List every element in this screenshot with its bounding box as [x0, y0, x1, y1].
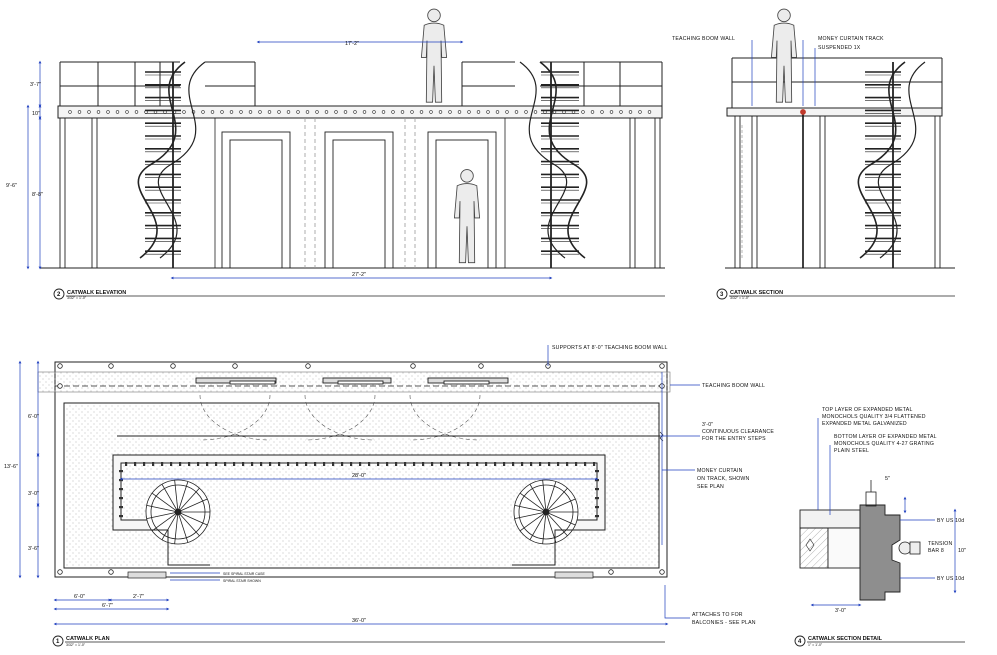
section-posts	[734, 116, 941, 268]
label-top-layer-2: MONOCHOLS QUALITY 3/4 FLATTENED	[822, 414, 926, 420]
label-top-layer-3: EXPANDED METAL GALVANIZED	[822, 421, 907, 427]
detail-view-title: CATWALK SECTION DETAIL	[808, 636, 883, 642]
elevation-support-posts	[59, 118, 661, 268]
detail-view-number-circle	[794, 635, 806, 647]
plan-view-title: CATWALK PLAN	[66, 636, 110, 642]
elevation-doors	[221, 131, 497, 269]
dim-rail-height: 3'-7"	[30, 82, 41, 88]
plan-spiral-stair-right	[513, 479, 579, 545]
plan-spiral-stair-left	[145, 479, 211, 545]
dim-detail-side: 3'-0"	[835, 608, 846, 614]
elevation-view-title: CATWALK ELEVATION	[67, 290, 126, 296]
label-bottom-layer-3: PLAIN STEEL	[834, 448, 869, 454]
human-figure-on-floor	[453, 168, 481, 264]
section-view-number-circle	[716, 288, 728, 300]
label-contour-2: CONTINUOUS CLEARANCE	[702, 429, 774, 435]
detail-view-scale: 1" = 1'-0"	[808, 643, 823, 647]
dim-plan-bottom-b: 2'-7"	[133, 594, 144, 600]
plan-door-swings	[199, 394, 481, 441]
label-money-curtain-2: ON TRACK, SHOWN	[697, 476, 750, 482]
plan-railing-posts	[119, 462, 599, 518]
dim-plan-bottom-c: 6'-7"	[102, 603, 113, 609]
label-contour-1: 3'-0"	[702, 422, 713, 428]
elevation-dimensions	[26, 40, 553, 280]
label-money-curtain-3: SEE PLAN	[697, 484, 724, 490]
detail-view-number: 4	[798, 639, 802, 645]
plan-view-number: 1	[56, 639, 60, 645]
dim-bottom-width: 27'-2"	[352, 272, 366, 278]
detail-dimensions	[810, 418, 957, 607]
dim-clear-height: 8'-8"	[32, 192, 43, 198]
plan-dimensions	[18, 345, 700, 626]
elevation-back-wall	[214, 118, 506, 268]
label-teaching-boom-wall: TEACHING BOOM WALL	[672, 36, 735, 42]
plan-doors	[195, 377, 509, 385]
label-bottom-layer-1: BOTTOM LAYER OF EXPANDED METAL	[834, 434, 937, 440]
plan-support-posts	[57, 363, 665, 575]
label-teaching-boom-wall-plan: TEACHING BOOM WALL	[702, 383, 765, 389]
label-top-layer-1: TOP LAYER OF EXPANDED METAL	[822, 407, 913, 413]
elevation-view-number: 2	[57, 292, 61, 298]
label-suspended: SUSPENDED 1X	[818, 45, 861, 51]
spiral-stair-right	[519, 61, 588, 268]
label-stair-note-2: SPIRAL STAIR SHOWN	[223, 579, 261, 583]
dim-plan-seg-c: 3'-6"	[28, 546, 39, 552]
plan-view-scale: 3/32" = 1'-0"	[66, 643, 86, 647]
deck-bolt-holes	[68, 110, 652, 114]
catwalk-plan-view: 13'-6" 6'-0" 3'-0" 3'-6" 6'-0" 2'-7" 6'-…	[4, 345, 774, 647]
dim-plan-total: 36'-0"	[352, 618, 366, 624]
label-by-us-top: BY US 10d	[937, 518, 964, 524]
catwalk-section-detail-view: 3'-0" 10" 5" TOP LAYER OF EXPANDED METAL…	[794, 407, 966, 647]
human-figure-on-deck	[420, 8, 448, 103]
catwalk-elevation-view: 17'-2" 27'-2" 3'-7" 10" 9'-6" 8'-8" 2 CA…	[6, 8, 665, 300]
section-railing	[731, 57, 943, 108]
elevation-view-scale: 3/32" = 1'-0"	[67, 296, 87, 300]
section-view-scale: 3/32" = 1'-0"	[730, 296, 750, 300]
dim-plan-depth: 13'-6"	[4, 464, 18, 470]
label-attach-1: ATTACHES TO FOR	[692, 612, 743, 618]
section-view-title: CATWALK SECTION	[730, 290, 783, 296]
section-spiral-stair	[857, 61, 926, 268]
label-teaching-supports: SUPPORTS AT 8'-0" TEACHING BOOM WALL	[552, 345, 668, 351]
dim-plan-inner: 28'-0"	[352, 473, 366, 479]
section-view-number: 3	[720, 292, 724, 298]
label-money-curtain-1: MONEY CURTAIN	[697, 468, 743, 474]
label-tension-1: TENSION	[928, 541, 953, 547]
label-bottom-layer-2: MONOCHOLS QUALITY 4-27 GRATING	[834, 441, 934, 447]
elevation-deck	[57, 105, 663, 119]
elevation-view-number-circle	[53, 288, 65, 300]
label-money-curtain-track: MONEY CURTAIN TRACK	[818, 36, 884, 42]
section-leaders	[751, 40, 816, 106]
dim-detail-base: 5"	[885, 476, 890, 482]
label-by-us-bottom: BY US 10d	[937, 576, 964, 582]
dim-total-height: 9'-6"	[6, 183, 17, 189]
dim-top-width: 17'-2"	[345, 41, 359, 47]
detail-steel-channel	[859, 504, 901, 601]
spiral-stair-left	[137, 61, 206, 268]
label-tension-2: BAR 8	[928, 548, 944, 554]
human-figure-section	[770, 8, 798, 103]
curtain-track-marker	[800, 109, 806, 115]
dim-detail-gap: 10"	[958, 548, 966, 554]
label-attach-2: BALCONIES - SEE PLAN	[692, 620, 756, 626]
plan-catwalk-deck	[63, 402, 660, 569]
dim-deck: 10"	[32, 111, 40, 117]
dim-plan-bottom-a: 6'-0"	[74, 594, 85, 600]
dim-plan-seg-b: 3'-0"	[28, 491, 39, 497]
section-deck	[726, 107, 943, 117]
dim-plan-seg-a: 6'-0"	[28, 414, 39, 420]
plan-view-number-circle	[52, 635, 64, 647]
catwalk-section-view: TEACHING BOOM WALL MONEY CURTAIN TRACK S…	[672, 8, 955, 300]
label-stair-note-1: SEE SPIRAL STAIR CASE	[223, 572, 265, 576]
label-contour-3: FOR THE ENTRY STEPS	[702, 436, 766, 442]
plan-outline	[54, 361, 668, 578]
elevation-railings	[59, 61, 663, 106]
